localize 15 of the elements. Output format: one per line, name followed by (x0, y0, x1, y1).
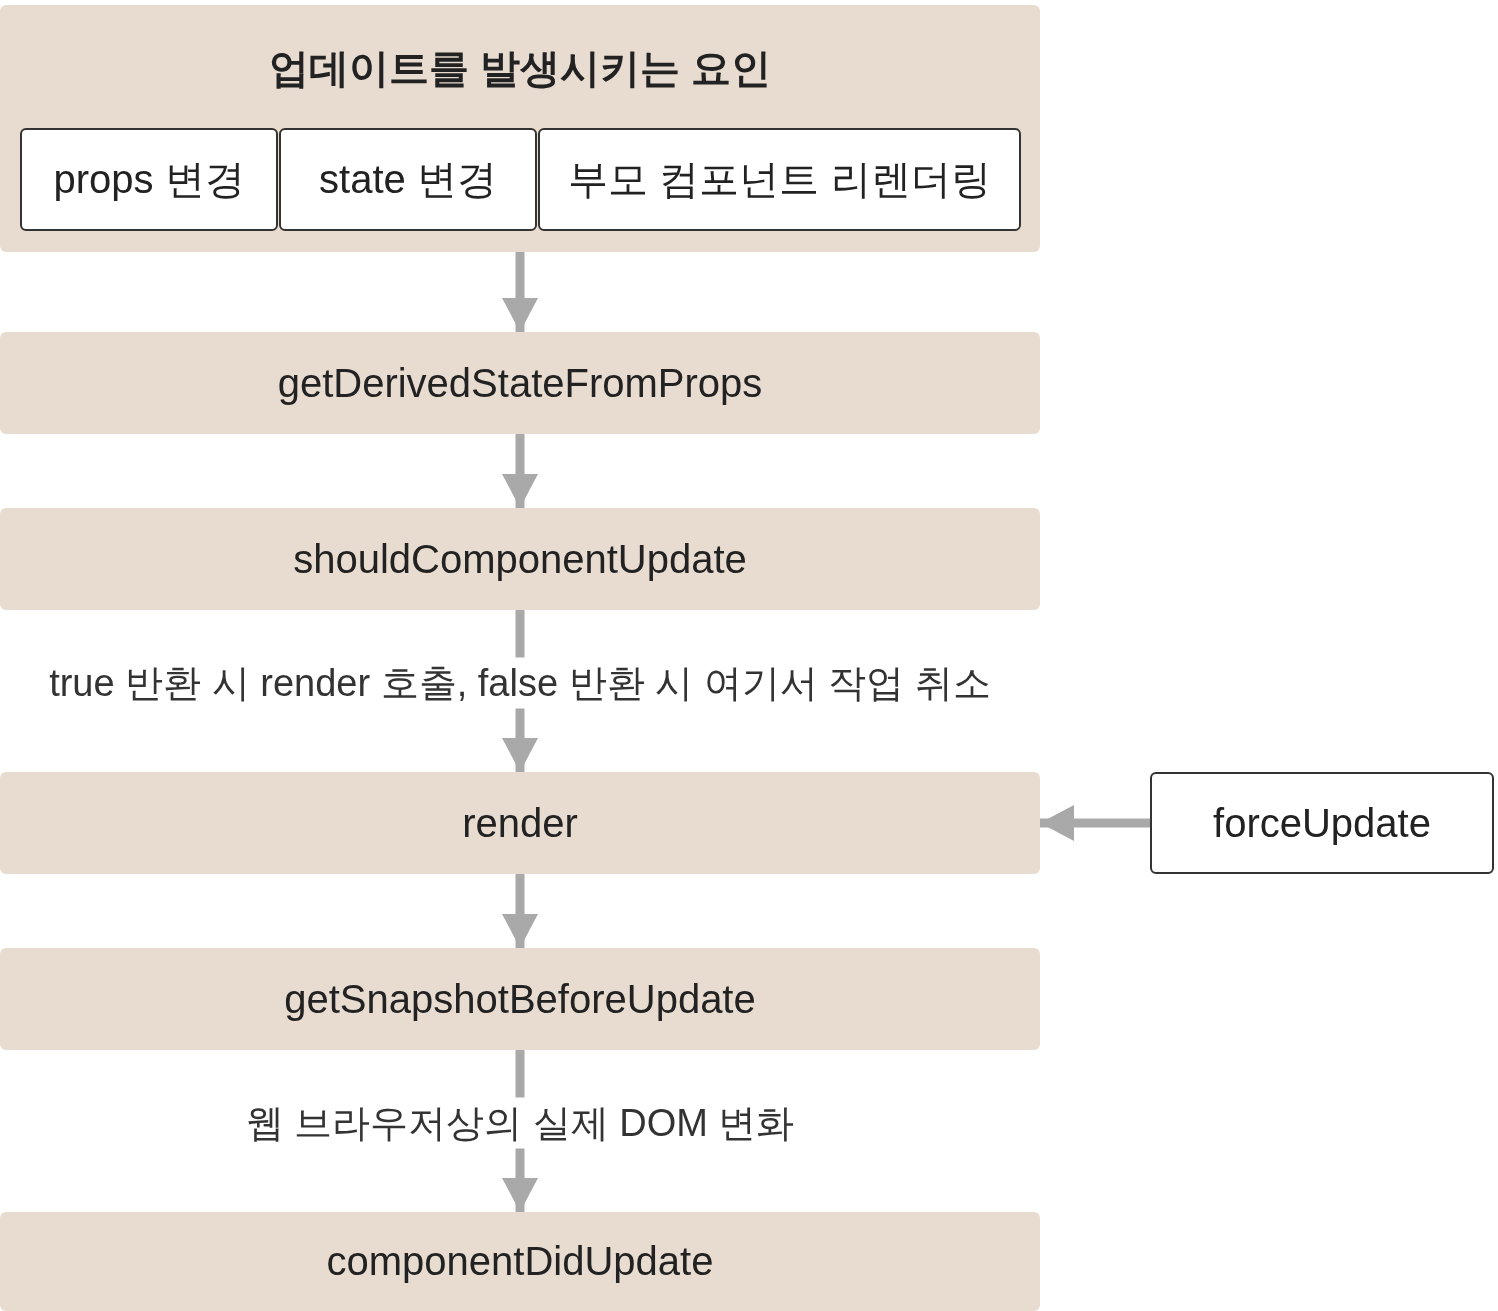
lifecycle-box: shouldComponentUpdate (0, 508, 1040, 610)
factor-box: props 변경 (20, 128, 278, 231)
factor-box: 부모 컴포넌트 리렌더링 (538, 128, 1021, 231)
arrow (502, 434, 538, 508)
factor-box: state 변경 (279, 128, 537, 231)
arrow (1040, 805, 1150, 841)
arrow (502, 252, 538, 332)
lifecycle-box: componentDidUpdate (0, 1212, 1040, 1311)
arrow (502, 874, 538, 948)
lifecycle-box: render (0, 772, 1040, 874)
lifecycle-box: getDerivedStateFromProps (0, 332, 1040, 434)
trigger-box: forceUpdate (1150, 772, 1494, 874)
factor-panel (0, 5, 1040, 252)
lifecycle-box: getSnapshotBeforeUpdate (0, 948, 1040, 1050)
panel-heading: 업데이트를 발생시키는 요인 (268, 45, 772, 92)
